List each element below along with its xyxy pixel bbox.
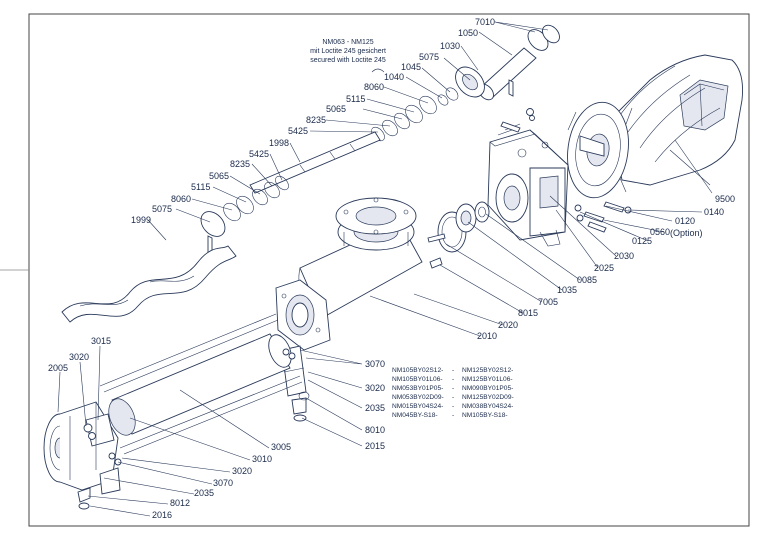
part-label: 1035 <box>557 285 577 295</box>
part-label: 5115 <box>191 182 210 192</box>
part-label: 1030 <box>440 41 460 51</box>
part-label: 2020 <box>498 320 518 330</box>
pump-housing <box>275 197 443 397</box>
part-label: 5425 <box>249 149 269 159</box>
leader-lines <box>57 21 713 517</box>
part-label: 1050 <box>458 28 478 38</box>
part-labels: 7010 1050 1030 5075 1045 1040 8060 5115 … <box>48 17 735 520</box>
part-label: 0140 <box>704 207 724 217</box>
part-label: 2005 <box>48 363 68 373</box>
part-label: 2025 <box>594 263 614 273</box>
note-line-3: secured with Loctite 245 <box>310 57 386 64</box>
part-label: 5115 <box>346 94 365 104</box>
option-label: (Option) <box>670 228 703 238</box>
part-label: 1998 <box>269 138 289 148</box>
part-label: 2010 <box>477 331 497 341</box>
part-label: 3020 <box>69 352 89 362</box>
table-cell: NM038BY04S24- <box>462 403 513 410</box>
table-cell: NM045BY-S18- <box>392 412 438 419</box>
end-flange <box>43 348 310 510</box>
part-label: 0125 <box>632 236 652 246</box>
table-cell: NM105BY-S18- <box>462 412 508 419</box>
part-label: 8060 <box>171 194 191 204</box>
part-label: 3070 <box>365 359 385 369</box>
part-label: 9500 <box>715 194 735 204</box>
stator <box>99 313 303 455</box>
part-label: 5065 <box>326 104 346 114</box>
motor-assembly <box>567 54 743 199</box>
part-label: 7010 <box>475 17 495 27</box>
part-label: 5425 <box>288 126 308 136</box>
part-label: 2015 <box>365 441 385 451</box>
rotor <box>61 245 237 323</box>
table-cell: NM125BY02D09- <box>462 394 514 401</box>
part-label: 0560 <box>650 227 670 237</box>
part-label: 2035 <box>365 403 385 413</box>
part-label: 8235 <box>230 159 250 169</box>
part-label: 7005 <box>538 297 558 307</box>
part-label: 8060 <box>364 82 384 92</box>
part-label: 3015 <box>91 336 111 346</box>
part-label: 0120 <box>675 216 695 226</box>
part-label: 8010 <box>365 425 385 435</box>
table-cell: NM125BY01L06- <box>462 376 513 383</box>
part-label: 5075 <box>419 52 439 62</box>
table-cell: NM053BY01P05- <box>392 385 443 392</box>
part-label: 3010 <box>252 454 272 464</box>
table-cell: NM015BY04S24- <box>392 403 443 410</box>
table-cell: - <box>452 394 454 401</box>
note-line-2: mit Loctite 245 gesichert <box>310 48 386 55</box>
table-cell: - <box>452 376 454 383</box>
loctite-note: NM063 - NM125 mit Loctite 245 gesichert … <box>310 39 386 73</box>
part-label: 3070 <box>213 478 233 488</box>
table-cell: - <box>452 385 454 392</box>
table-cell: NM125BY02S12- <box>462 367 513 374</box>
lantern-housing <box>487 123 569 247</box>
part-label: 8235 <box>306 115 326 125</box>
part-label: 2035 <box>194 488 214 498</box>
table-cell: - <box>452 403 454 410</box>
table-cell: - <box>452 412 454 419</box>
table-cell: NM105BY01L06- <box>392 376 443 383</box>
part-label: 3020 <box>232 466 252 476</box>
table-cell: NM105BY02S12- <box>392 367 443 374</box>
part-label: 3005 <box>271 442 291 452</box>
table-cell: NM090BY01P05- <box>462 385 513 392</box>
part-label: 2016 <box>152 510 172 520</box>
note-line-1: NM063 - NM125 <box>322 39 373 46</box>
part-number-table: NM105BY02S12- - NM125BY02S12- NM105BY01L… <box>392 367 514 419</box>
table-cell: NM053BY02D09- <box>392 394 444 401</box>
part-label: 1040 <box>384 72 404 82</box>
part-label: 8012 <box>170 498 190 508</box>
part-label: 1045 <box>401 62 421 72</box>
part-label: 0085 <box>577 275 597 285</box>
part-label: 5065 <box>209 171 229 181</box>
seal-rings <box>427 201 490 253</box>
part-label: 3020 <box>365 383 385 393</box>
part-label: 2030 <box>614 251 634 261</box>
part-label: 5075 <box>152 204 172 214</box>
part-label: 8015 <box>518 308 538 318</box>
table-cell: - <box>452 367 454 374</box>
part-label: 1999 <box>131 215 151 225</box>
